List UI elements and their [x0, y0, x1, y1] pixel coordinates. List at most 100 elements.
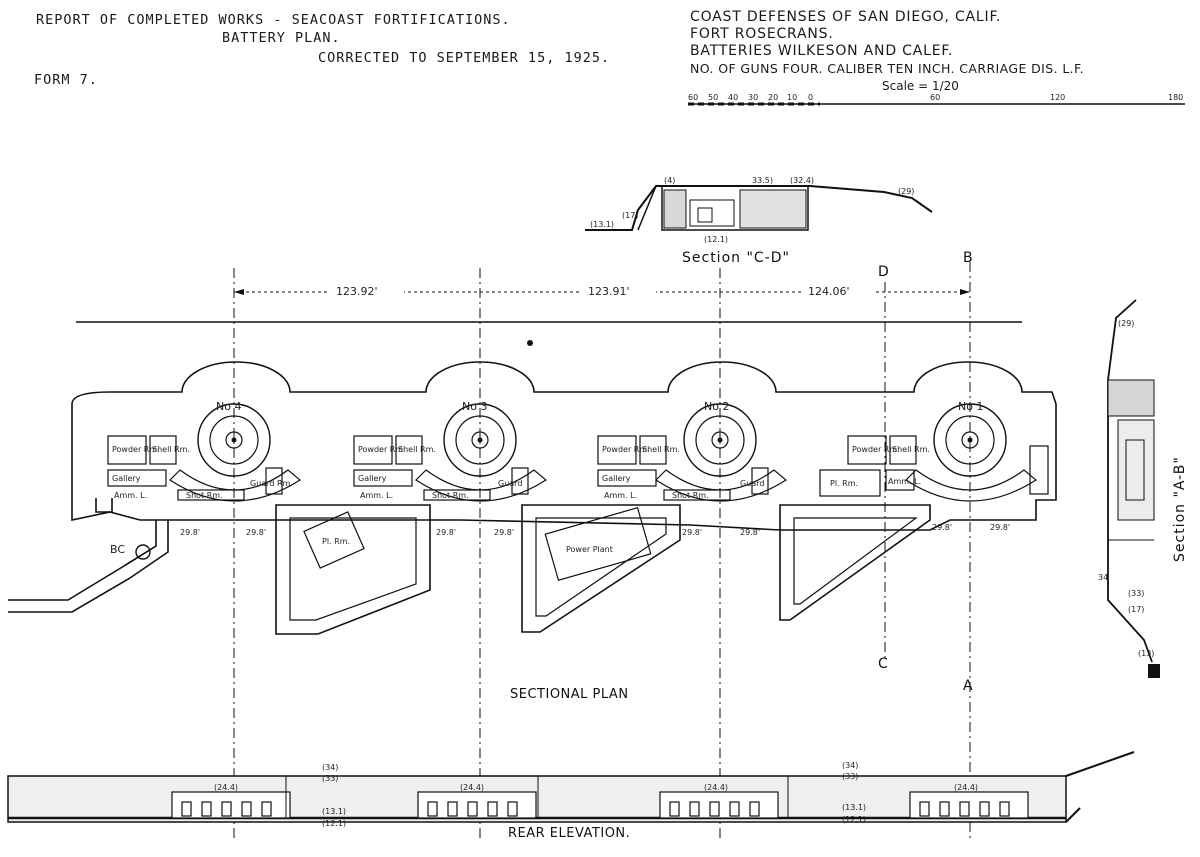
floor-elevation: 29.8' — [246, 528, 266, 537]
sectional-plan-label: SECTIONAL PLAN — [510, 687, 629, 702]
room-label: Amm. L. — [604, 491, 637, 500]
traverse-no-3-2: Power Plant — [521, 504, 681, 633]
scale-tick: 0 — [808, 93, 813, 102]
rear-door — [709, 801, 720, 817]
cd-elevation: (32.4) — [790, 176, 814, 185]
cd-elevation: (17) — [622, 211, 638, 220]
rear-door — [507, 801, 518, 817]
rear-elev-mark: (34) — [842, 761, 858, 770]
rear-elev-mark: (34) — [322, 763, 338, 772]
rear-elev-mark: (24.4) — [214, 783, 238, 792]
rear-door — [959, 801, 970, 817]
ab-elevation: 34 — [1098, 573, 1108, 582]
rear-door — [221, 801, 232, 817]
floor-elevation: 29.8' — [932, 523, 952, 532]
ab-elevation: (29) — [1118, 319, 1134, 328]
rear-door — [201, 801, 212, 817]
rear-door — [261, 801, 272, 817]
ab-elevation: (17) — [1128, 605, 1144, 614]
floor-elevations: 29.8' 29.8' 29.8' 29.8' 29.8' 29.8' 29.8… — [180, 523, 1010, 537]
room-label: Gallery — [358, 474, 387, 483]
room-label: Guard Rm. — [250, 479, 293, 488]
emplacement-label: No 1 — [958, 400, 983, 413]
scale-tick: 180 — [1168, 93, 1183, 102]
power-plant-label: Power Plant — [566, 545, 613, 554]
rear-door — [729, 801, 740, 817]
cd-elevation: (12.1) — [704, 235, 728, 244]
room-label: Amm. L. — [360, 491, 393, 500]
bc-access-road: BC — [8, 520, 169, 613]
plotting-room-label: Pl. Rm. — [322, 537, 350, 546]
cd-elevation: (4) — [664, 176, 675, 185]
section-cd: (4) 33.5) (32.4) (29) (17) (13.1) (12.1)… — [585, 176, 933, 266]
report-title: REPORT OF COMPLETED WORKS - SEACOAST FOR… — [36, 12, 511, 28]
rear-door — [467, 801, 478, 817]
scale-tick: 60 — [930, 93, 940, 102]
room-label: Gallery — [602, 474, 631, 483]
rear-door — [919, 801, 930, 817]
rear-elev-mark: (33) — [842, 772, 858, 781]
cut-marker-a: A — [963, 678, 974, 694]
spacing-dimension: 123.92' — [336, 285, 378, 298]
room-label: Shot Rm. — [432, 491, 469, 500]
rear-elev-mark: (12.1) — [842, 815, 866, 824]
rear-elev-mark: (33) — [322, 774, 338, 783]
floor-elevation: 29.8' — [180, 528, 200, 537]
rear-door — [427, 801, 438, 817]
rear-door — [487, 801, 498, 817]
dimension-line: 123.92' 123.91' 124.06' — [234, 284, 970, 298]
rear-door — [669, 801, 680, 817]
rear-elev-mark: (24.4) — [954, 783, 978, 792]
room-label: Powder Rm. — [358, 445, 406, 454]
cut-marker-b: B — [963, 250, 974, 266]
rear-door — [749, 801, 760, 817]
floor-elevation: 29.8' — [740, 528, 760, 537]
cd-elevation: (13.1) — [590, 220, 614, 229]
rear-door — [447, 801, 458, 817]
traverse-no-2-1 — [779, 504, 931, 621]
room-label: Amm. L. — [888, 477, 921, 486]
emplacement-label: No 3 — [462, 400, 487, 413]
cd-elevation: (29) — [898, 187, 914, 196]
floor-elevation: 29.8' — [682, 528, 702, 537]
battery-plan-title: BATTERY PLAN. — [222, 30, 341, 46]
rear-elev-mark: (24.4) — [460, 783, 484, 792]
room-label: Gallery — [112, 474, 141, 483]
emplacement-no-3: No 3 Powder Rm. Shell Rm. Gallery Shot R… — [353, 400, 548, 502]
room-label: Guard — [740, 479, 764, 488]
cut-marker-d: D — [878, 264, 890, 280]
emplacement-no-1: No 1 Powder Rm. Shell Rm. Amm. L. Pl. Rm… — [819, 400, 1049, 502]
scale-tick: 60 — [688, 93, 698, 102]
scale-tick: 120 — [1050, 93, 1065, 102]
room-label: Shell Rm. — [398, 445, 436, 454]
gun-specs: NO. OF GUNS FOUR. CALIBER TEN INCH. CARR… — [690, 61, 1085, 76]
room-label: Powder Rm. — [602, 445, 650, 454]
cd-elevation: 33.5) — [752, 176, 773, 185]
scale-tick: 20 — [768, 93, 778, 102]
section-cd-title: Section "C-D" — [682, 250, 790, 266]
emplacement-no-4: No 4 Powder Rm. Shell Rm. Gallery Shot R… — [107, 400, 302, 502]
rear-elevation: (34) (33) (24.4) (24.4) (24.4) (24.4) (1… — [7, 751, 1135, 841]
spacing-dimension: 123.91' — [588, 285, 630, 298]
emplacement-no-2: No 2 Powder Rm. Shell Rm. Gallery Shot R… — [597, 400, 788, 502]
cut-marker-c: C — [878, 656, 889, 672]
room-label: Guard — [498, 479, 522, 488]
batteries-name: BATTERIES WILKESON AND CALEF. — [690, 43, 954, 59]
centerlines — [233, 262, 971, 840]
battery-outline — [71, 361, 1057, 531]
room-label: Shell Rm. — [892, 445, 930, 454]
rear-door — [939, 801, 950, 817]
rear-door — [979, 801, 990, 817]
section-ab: (29) (33) (17) (13) 34 Section "A-B" — [1098, 299, 1188, 678]
rear-elev-mark: (12.1) — [322, 819, 346, 828]
rear-elevation-label: REAR ELEVATION. — [508, 826, 630, 841]
emplacement-label: No 2 — [704, 400, 729, 413]
rear-elev-mark: (24.4) — [704, 783, 728, 792]
spacing-dimension: 124.06' — [808, 285, 850, 298]
room-label: Shell Rm. — [152, 445, 190, 454]
section-ab-title: Section "A-B" — [1172, 456, 1188, 562]
rear-elev-mark: (13.1) — [322, 807, 346, 816]
floor-elevation: 29.8' — [494, 528, 514, 537]
rear-door — [181, 801, 192, 817]
